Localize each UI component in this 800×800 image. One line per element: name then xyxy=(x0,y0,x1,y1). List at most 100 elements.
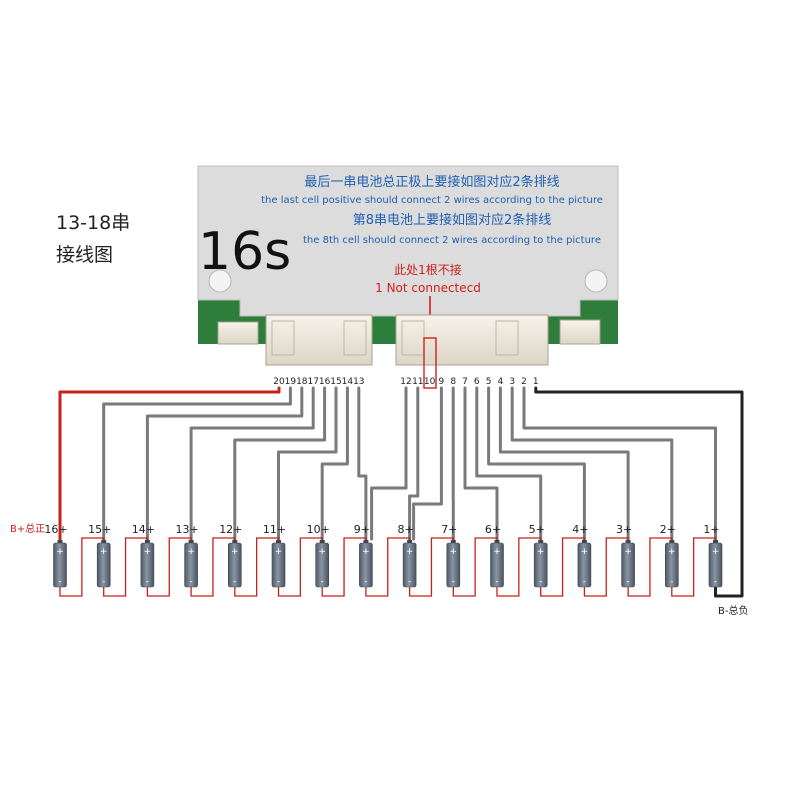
wire-pin-7 xyxy=(463,386,499,541)
cell-plus-symbol: + xyxy=(493,547,501,557)
note-1-cn: 最后一串电池总正极上要接如图对应2条排线 xyxy=(304,174,559,190)
cell-plus-symbol: + xyxy=(712,547,720,557)
cell-plus-symbol: + xyxy=(537,547,545,557)
series-link xyxy=(496,537,542,597)
cell-minus-symbol: - xyxy=(495,577,498,587)
cell-label-3+: 3+ xyxy=(616,523,632,536)
pin-label-3: 3 xyxy=(509,377,515,387)
note-2-en: the 8th cell should connect 2 wires acco… xyxy=(303,235,601,246)
cell-minus-symbol: - xyxy=(146,577,149,587)
cell-label-16+: 16+ xyxy=(44,523,67,536)
cell-label-9+: 9+ xyxy=(354,523,370,536)
cell-13+: +-13+ xyxy=(175,523,199,588)
cell-6+: +-6+ xyxy=(485,523,504,588)
series-link xyxy=(277,537,323,597)
board-screw-right xyxy=(584,269,608,293)
cell-minus-symbol: - xyxy=(102,577,105,587)
series-link xyxy=(540,537,586,597)
note-2-cn: 第8串电池上要接如图对应2条排线 xyxy=(353,212,552,228)
series-link xyxy=(452,537,498,597)
wire-pin-18 xyxy=(145,386,304,541)
wire-harness xyxy=(58,386,744,598)
aux-connector-right xyxy=(559,319,601,345)
wire-pin-3 xyxy=(510,386,674,541)
pin-label-15: 15 xyxy=(330,377,341,387)
cell-plus-symbol: + xyxy=(362,547,370,557)
wire-pin-9 xyxy=(412,386,443,541)
cell-label-13+: 13+ xyxy=(175,523,198,536)
series-link xyxy=(321,537,367,597)
cell-label-14+: 14+ xyxy=(132,523,155,536)
cell-plus-symbol: + xyxy=(406,547,414,557)
cell-9+: + - 9+ xyxy=(354,523,373,588)
cell-label-4+: 4+ xyxy=(572,523,588,536)
wire-pin-2 xyxy=(522,386,717,541)
cell-minus-symbol: - xyxy=(364,577,367,587)
battery-cells: +-16++-15++-14++-13++-12++-11++-10++-9++… xyxy=(44,523,723,588)
wire-pin-15 xyxy=(277,386,338,541)
pin-label-7: 7 xyxy=(462,377,468,387)
pin-label-10: 10 xyxy=(424,377,436,387)
cell-minus-symbol: - xyxy=(277,577,280,587)
cell-1+: +-1+ xyxy=(703,523,723,588)
cell-minus-symbol: - xyxy=(539,577,542,587)
pin-label-2: 2 xyxy=(521,377,527,387)
cell-minus-symbol: - xyxy=(58,577,61,587)
cell-minus-symbol: - xyxy=(321,577,324,587)
cell-15+: +-15+ xyxy=(88,523,111,588)
cell-plus-symbol: + xyxy=(624,547,632,557)
series-link xyxy=(234,537,280,597)
cell-label-7+: 7+ xyxy=(441,523,457,536)
diagram-title-line-1: 13-18串 xyxy=(56,212,131,234)
left-connector xyxy=(265,314,373,366)
series-link xyxy=(627,537,673,597)
wire-pin-13 xyxy=(357,386,368,541)
wire-pin-17 xyxy=(189,386,315,541)
wire-pin-20 xyxy=(58,386,281,541)
wire-pin-19 xyxy=(102,386,292,541)
cell-minus-symbol: - xyxy=(670,577,673,587)
note-1-en: the last cell positive should connect 2 … xyxy=(261,195,603,206)
cell-label-2+: 2+ xyxy=(660,523,676,536)
cell-plus-symbol: + xyxy=(581,547,589,557)
pin-label-11: 11 xyxy=(412,377,423,387)
wire-pin-4 xyxy=(498,386,630,541)
pin-label-4: 4 xyxy=(498,377,504,387)
cell-plus-symbol: + xyxy=(450,547,458,557)
pin-label-18: 18 xyxy=(296,377,308,387)
right-connector xyxy=(395,314,549,366)
cell-minus-symbol: - xyxy=(233,577,236,587)
wire-pin-6 xyxy=(475,386,543,541)
cell-plus-symbol: + xyxy=(318,547,326,557)
pin-label-19: 19 xyxy=(285,377,297,387)
cell-minus-symbol: - xyxy=(714,577,717,587)
model-label: 16s xyxy=(198,222,291,282)
series-link xyxy=(583,537,629,597)
pin-label-20: 20 xyxy=(273,377,285,387)
series-link xyxy=(59,537,105,597)
series-link xyxy=(408,537,454,597)
wire-pin-12 xyxy=(370,386,408,541)
bms-board xyxy=(197,165,619,317)
series-link xyxy=(146,537,192,597)
nc-pin-highlight xyxy=(423,337,437,389)
b-plus-label: B+总正 xyxy=(10,522,45,535)
wire-pin-1 xyxy=(534,386,744,598)
cell-label-8+: 8+ xyxy=(397,523,413,536)
pin-label-16: 16 xyxy=(319,377,331,387)
wire-pin-16 xyxy=(233,386,327,541)
cell-5+: + - 5+ xyxy=(529,523,548,588)
cell-minus-symbol: - xyxy=(189,577,192,587)
cell-minus-symbol: - xyxy=(452,577,455,587)
cell-11+: +-11+ xyxy=(263,523,286,588)
cell-8+: +-8+ xyxy=(397,523,417,588)
pin-label-6: 6 xyxy=(474,377,480,387)
nc-note-en: 1 Not connectecd xyxy=(375,281,481,295)
cell-label-5+: 5+ xyxy=(529,523,545,536)
cell-label-12+: 12+ xyxy=(219,523,242,536)
pin-label-8: 8 xyxy=(450,377,456,387)
diagram-title-line-2: 接线图 xyxy=(56,244,114,266)
cell-minus-symbol: - xyxy=(583,577,586,587)
cell-2+: +-2+ xyxy=(660,523,679,588)
